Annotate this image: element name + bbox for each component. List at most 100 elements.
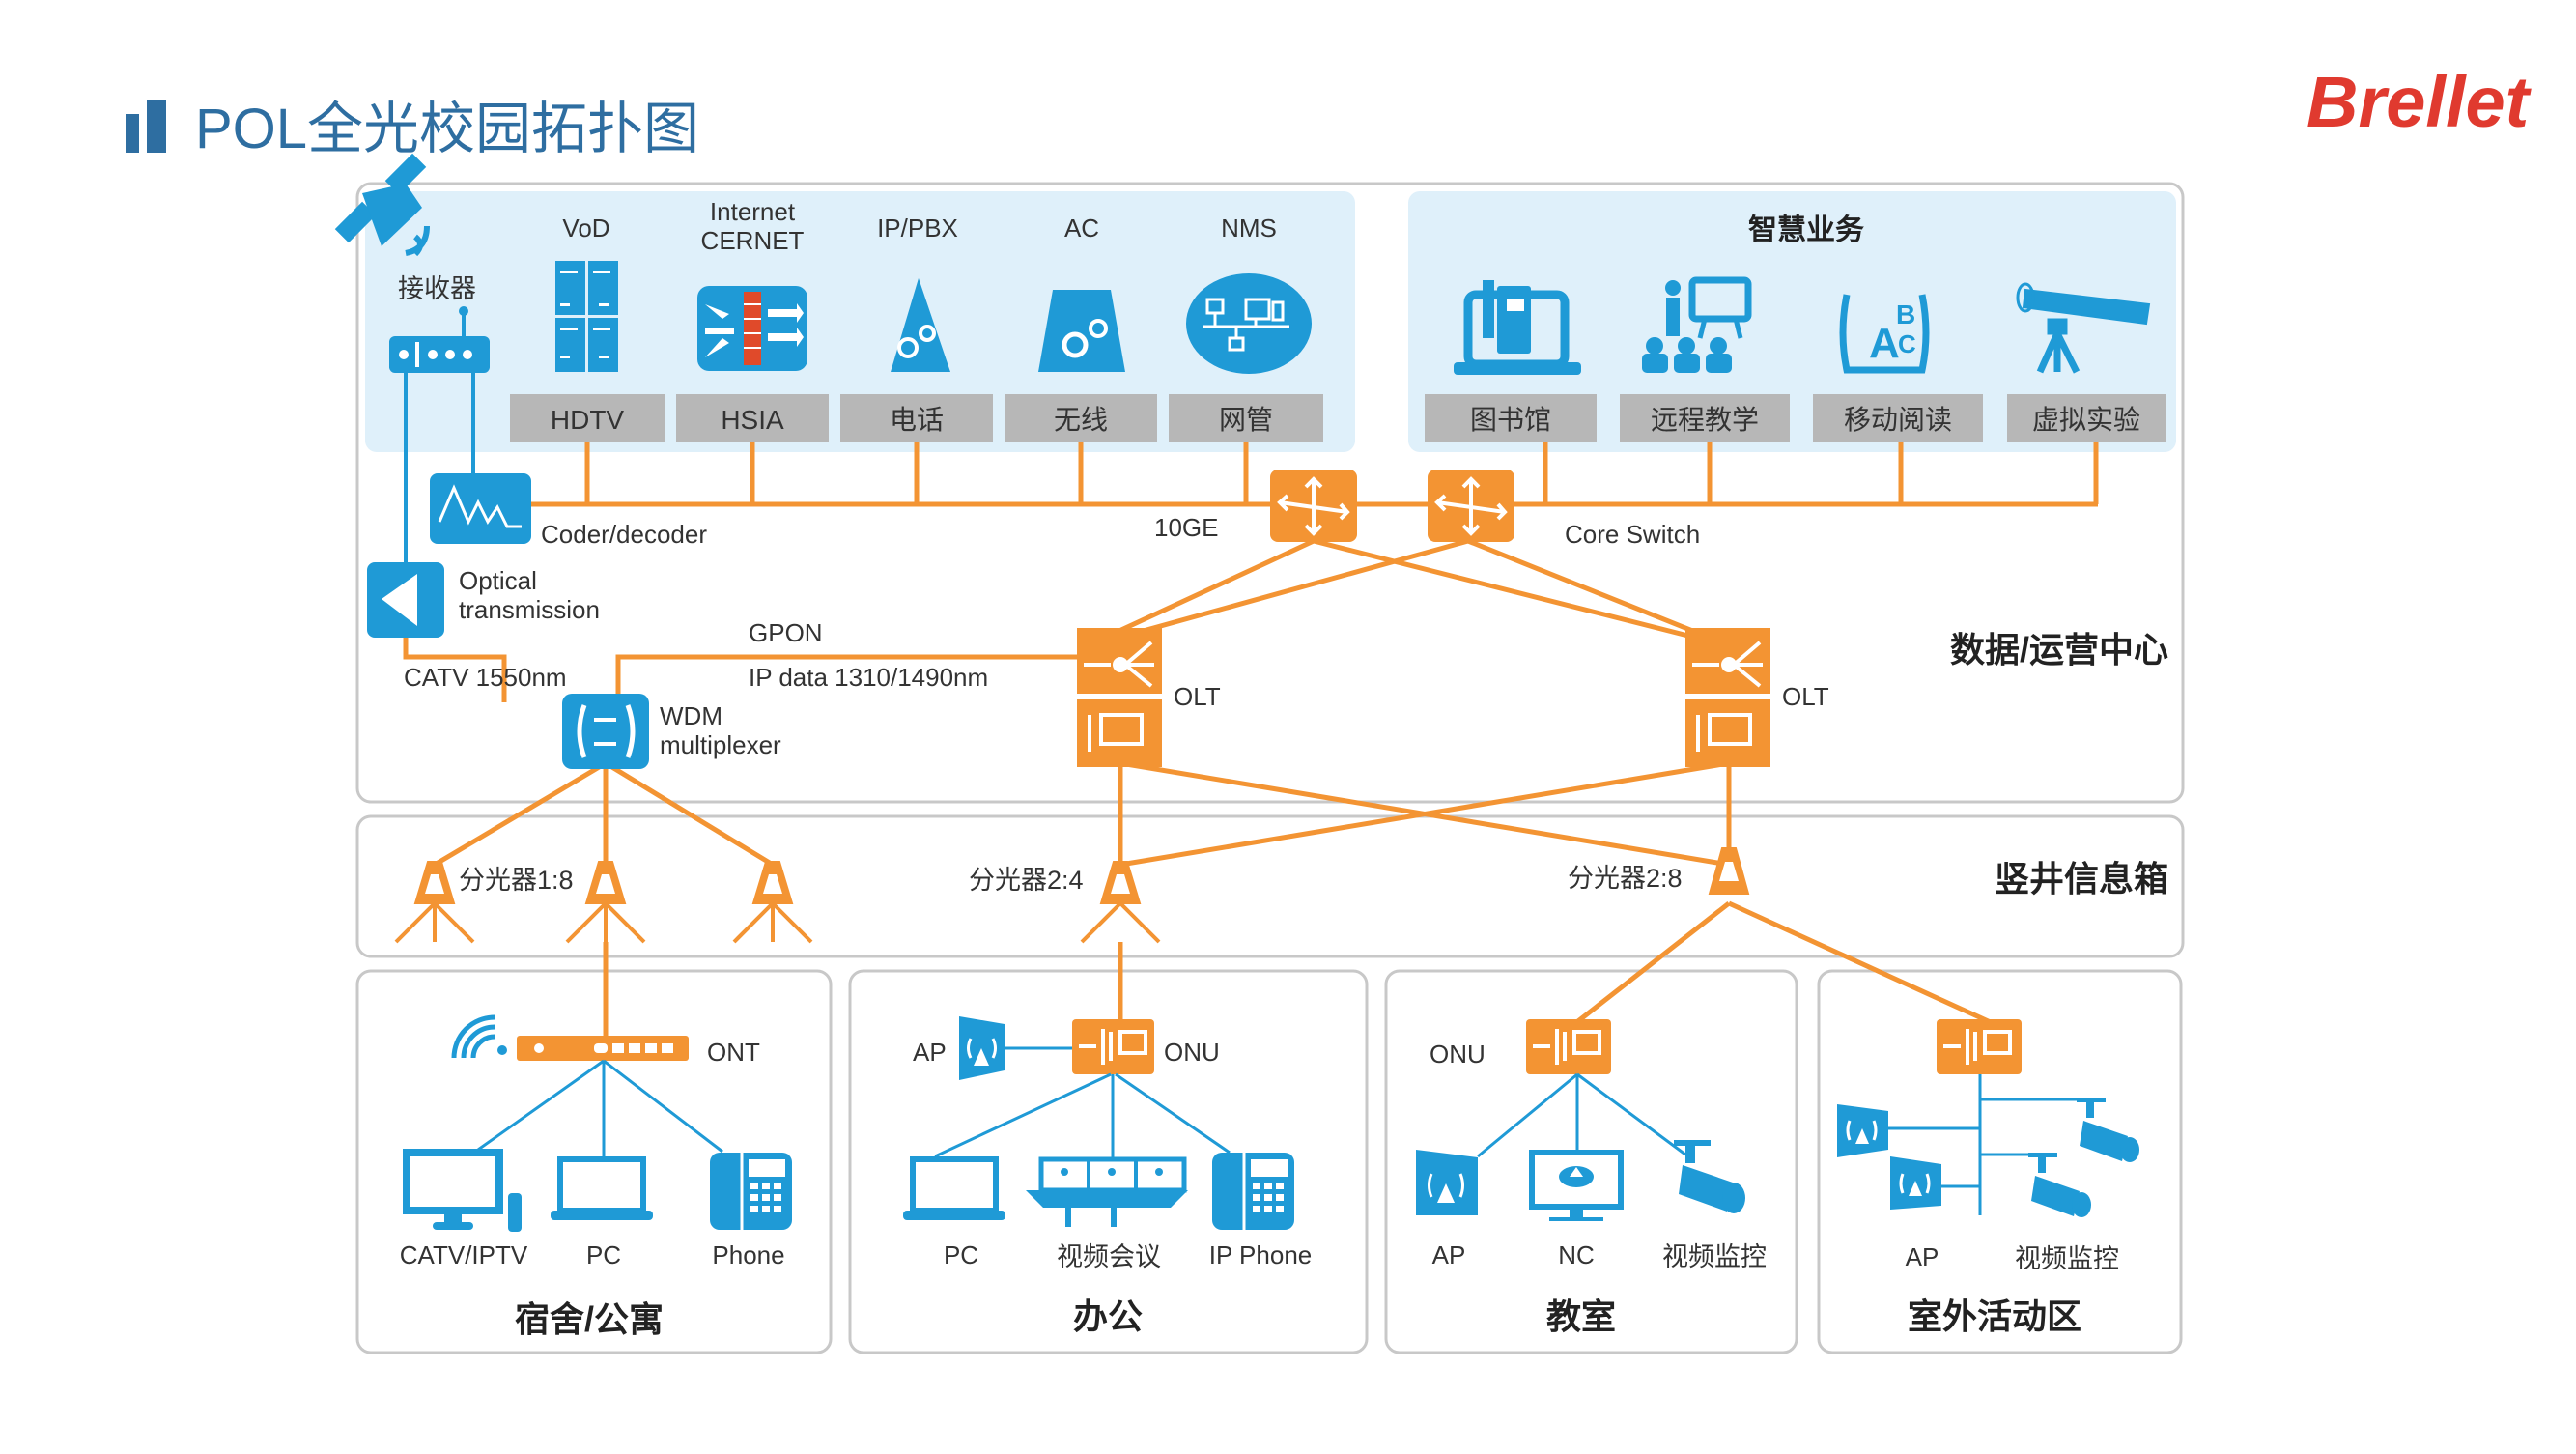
ont-icon — [517, 1036, 689, 1061]
camera-icon — [2028, 1153, 2091, 1217]
library-icon — [1454, 280, 1581, 375]
device-label: 视频监控 — [1662, 1242, 1767, 1271]
smart-label-mobile-reading: 移动阅读 — [1844, 405, 1952, 435]
optical-label: transmission — [459, 595, 600, 624]
10ge-label: 10GE — [1154, 513, 1219, 542]
coder-label: Coder/decoder — [541, 520, 707, 549]
onu-icon — [1526, 1019, 1611, 1074]
zone-title-dorm: 宿舍/公寓 — [515, 1299, 664, 1339]
server-icon — [555, 261, 618, 372]
service-top-label: VoD — [562, 214, 609, 242]
telescope-icon — [2016, 282, 2151, 374]
device-label: AP — [1432, 1240, 1466, 1269]
wdm-label: multiplexer — [660, 730, 781, 759]
olt-icon — [1685, 628, 1770, 767]
phone-icon — [710, 1153, 792, 1230]
smart-label-remote-teaching: 远程教学 — [1651, 405, 1759, 435]
service-top-label: CERNET — [701, 226, 805, 255]
smart-services-panel — [1408, 191, 2176, 452]
laptop-icon — [551, 1156, 653, 1220]
service-top-label: IP/PBX — [877, 214, 958, 242]
device-label: AP — [1906, 1242, 1939, 1271]
ont-label: ONT — [707, 1038, 760, 1067]
firewall-icon — [697, 286, 807, 371]
camera-icon — [2077, 1098, 2139, 1162]
receiver-label: 接收器 — [398, 274, 476, 303]
splitter-icon — [1708, 847, 1750, 895]
splitter-icon — [732, 861, 813, 944]
olt-label-right: OLT — [1782, 682, 1829, 711]
ip-data-label: IP data 1310/1490nm — [749, 663, 988, 692]
office-links — [934, 1072, 1231, 1159]
splitter-label-1-8: 分光器1:8 — [459, 866, 574, 895]
page-header: POL全光校园拓扑图 Brellet — [126, 62, 2533, 160]
svg-text:C: C — [1898, 329, 1916, 358]
wdm-multiplexer-icon — [562, 694, 649, 769]
zone-title-outdoor: 室外活动区 — [1908, 1297, 2081, 1336]
core-switch-label: Core Switch — [1565, 520, 1700, 549]
splitter-label-2-8: 分光器2:8 — [1568, 864, 1683, 893]
zone-frame-outdoor — [1817, 969, 2183, 1354]
satellite-icon — [334, 153, 430, 257]
splitter-icon — [565, 861, 646, 944]
core-switch-icon — [1270, 470, 1357, 542]
olt-icon — [1077, 628, 1162, 767]
service-label-wireless: 无线 — [1054, 405, 1108, 435]
device-label: CATV/IPTV — [400, 1240, 528, 1269]
smart-label-library: 图书馆 — [1470, 405, 1551, 435]
classroom-links — [1477, 1072, 1686, 1158]
ap-label: AP — [913, 1038, 947, 1067]
gpon-label: GPON — [749, 618, 823, 647]
remote-teaching-icon — [1642, 276, 1752, 373]
receiver-icon — [389, 306, 490, 373]
wifi-icon — [451, 1014, 507, 1059]
olt-label-left: OLT — [1174, 682, 1221, 711]
service-label-phone: 电话 — [890, 405, 944, 435]
ap-icon — [1890, 1156, 1941, 1210]
laptop-icon — [903, 1156, 1005, 1220]
tv-icon — [403, 1149, 522, 1232]
device-label: NC — [1558, 1240, 1595, 1269]
backbone-links — [403, 442, 2099, 1039]
ac-icon — [1038, 290, 1125, 372]
service-top-label: NMS — [1221, 214, 1277, 242]
nms-icon — [1186, 273, 1312, 374]
page-title: POL全光校园拓扑图 — [195, 98, 699, 160]
zone-title-office: 办公 — [1073, 1297, 1143, 1336]
pbx-icon — [891, 278, 950, 372]
service-top-label: Internet — [710, 197, 796, 226]
smart-services-title: 智慧业务 — [1748, 214, 1864, 246]
service-label-hdtv: HDTV — [551, 405, 625, 435]
onu-label: ONU — [1164, 1038, 1220, 1067]
core-switch-icon — [1428, 470, 1514, 542]
device-label: IP Phone — [1209, 1240, 1313, 1269]
splitter-icon — [1080, 861, 1161, 944]
mobile-reading-icon: A B C — [1839, 294, 1930, 374]
device-label: 视频会议 — [1057, 1242, 1161, 1271]
shaft-section-label: 竖井信息箱 — [1995, 859, 2168, 898]
ip-phone-icon — [1212, 1153, 1294, 1230]
coder-decoder-icon — [430, 473, 531, 544]
onu-icon — [1937, 1019, 2022, 1074]
service-label-nms: 网管 — [1219, 405, 1273, 435]
splitter-icon — [394, 861, 475, 944]
onu-label: ONU — [1430, 1040, 1486, 1069]
catv-label: CATV 1550nm — [404, 663, 567, 692]
optical-label: Optical — [459, 566, 537, 595]
splitter-icons — [394, 847, 1750, 944]
title-bar-icon — [126, 114, 139, 153]
camera-icon — [1674, 1140, 1745, 1213]
brand-logo: Brellet — [2307, 62, 2533, 142]
ap-icon — [1837, 1104, 1888, 1157]
title-bar-icon — [147, 100, 166, 153]
device-label: 视频监控 — [2015, 1244, 2119, 1273]
service-bottom-labels: HDTV HSIA 电话 无线 网管 — [510, 394, 1323, 442]
device-label: PC — [944, 1240, 978, 1269]
splitter-label-2-4: 分光器2:4 — [969, 866, 1084, 895]
ap-icon — [959, 1016, 1005, 1080]
service-label-hsia: HSIA — [721, 405, 784, 435]
service-top-label: AC — [1064, 214, 1099, 242]
svg-text:B: B — [1896, 299, 1915, 329]
svg-text:A: A — [1869, 320, 1900, 367]
